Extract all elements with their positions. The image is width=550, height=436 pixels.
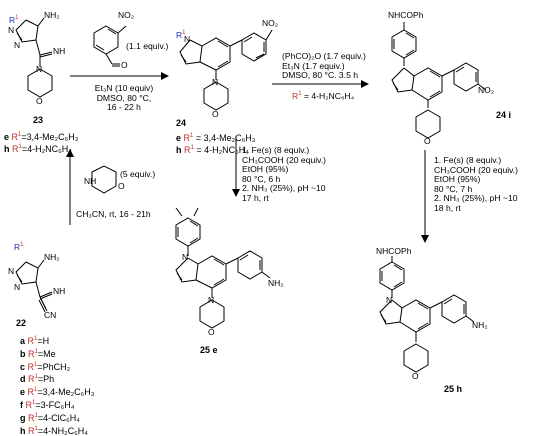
structure-22 [15,259,53,313]
atom-nh2-25h: NH₂ [472,320,488,330]
r1-list-23: e R1=3,4-Me₂C₆H₃ h R1=4-H₂NC₆H₄ [4,130,78,154]
r1-list-22-item-c: c R1=PhCH₂ [20,361,71,372]
atom-r1-22: R1 [14,241,24,252]
conditions-24i-to-25h-line1: 1. Fe(s) (8 equiv.) [434,155,502,165]
conditions-24i-to-25h-line6: 18 h, rt [434,202,461,213]
structure-nitrobenzaldehyde [93,25,127,67]
atom-n-25e-b: N [208,295,215,305]
label-compound-25h: 25 h [444,384,463,394]
conditions-24-to-24i-line2: Et₃N (1.7 equiv.) [282,60,345,71]
atom-no2-24: NO₂ [262,18,279,28]
atom-n-23b: N [14,40,21,50]
atom-nhcoph-24i: NHCOPh [388,10,424,20]
structure-25h [379,256,475,373]
conditions-23-to-24-line3: 16 - 22 h [107,102,141,113]
conditions-24i-to-25h: 1. Fe(s) (8 equiv.) CH₃COOH (20 equiv.) … [434,155,519,214]
atom-n-22b: N [14,282,21,292]
r1-list-22: a R1=H b R1=Me c R1=PhCH₂ d R1=Ph e R1=3… [20,334,94,436]
atom-nh-23: NH [53,46,66,56]
structure-24 [179,29,273,111]
conditions-24-to-25e-line6: 17 h, rt [242,192,269,203]
r1-list-22-item-d: d R1=Ph [20,374,55,385]
conditions-24i-to-25h-line5: 2. NH₃ (25%), pH ~10 [434,193,518,204]
atom-nh2-25e: NH₂ [268,278,284,288]
label-compound-22: 22 [16,318,27,328]
conditions-24i-to-25h-line2: CH₃COOH (20 equiv.) [434,164,519,175]
atom-o-23: O [36,96,43,106]
morpholine-reagent [91,165,117,194]
conditions-24-to-24i-line1: (PhCO)₂O (1.7 equiv.) [282,51,366,61]
atom-nh2-22: NH₂ [44,252,60,262]
morpholine-equiv: (5 equiv.) [120,169,156,179]
conditions-23-to-24-line2: DMSO, 80 °C, [96,92,152,103]
structure-24i [391,22,487,139]
atom-o-24: O [212,109,219,119]
r1-list-24-item-e: e R1 = 3,4-Me₂C₆H₃ [176,133,256,143]
atom-o-25e: O [208,327,215,337]
atom-n-24a: N [184,34,191,44]
conditions-24-to-25e-line2: CH₃COOH (20 equiv.) [242,154,327,165]
conditions-24-to-25e-line4: 80 °C, 6 h [242,173,281,184]
atom-r1-23: R1 [9,14,19,25]
atom-nh2-23: NH₂ [44,10,60,20]
atom-no2-aldehyde: NO₂ [118,10,135,20]
atom-hn-morpholine: NH [84,176,97,186]
atom-n-23a: N [8,25,15,35]
atom-cn-22: CN [44,310,57,320]
conditions-24-to-25e-line5: 2. NH₃ (25%), pH ~10 [242,183,326,194]
atom-o-morpholine: O [118,181,125,191]
label-compound-24: 24 [176,118,187,128]
atom-o-aldehyde: O [121,60,128,70]
conditions-22-to-23: CH₃CN, rt, 16 - 21h [76,209,151,219]
conditions-24i-to-25h-line3: EtOH (95%) [434,174,481,185]
conditions-23-to-24-line1: Et₃N (10 equiv) [94,83,154,93]
conditions-24-to-25e: 1. Fe(s) (8 equiv.) CH₃COOH (20 equiv.) … [242,145,327,204]
r1-list-24-item-h: h R1 = 4-H₂NC₆H₄ [176,145,249,155]
atom-o-24i: O [424,136,431,146]
aldehyde-equiv: (1.1 equiv.) [126,41,169,51]
conditions-24-to-25e-line1: 1. Fe(s) (8 equiv.) [242,145,310,155]
r1-list-23-item-h: h R1=4-H₂NC₆H₄ [4,144,72,154]
r1-list-24: e R1 = 3,4-Me₂C₆H₃ h R1 = 4-H₂NC₆H₄ [176,131,255,155]
structure-23 [15,17,53,98]
conditions-24-to-25e-line3: EtOH (95%) [242,164,289,175]
label-compound-23: 23 [33,115,44,125]
r1-list-22-item-b: b R1=Me [20,348,56,359]
atom-n-24b: N [212,77,219,87]
reaction-scheme [15,17,487,373]
atom-r1-24: R1 [176,29,186,40]
r1-list-22-item-e: e R1=3,4-Me₂C₆H₃ [20,387,95,398]
r1-list-22-item-h: h R1=4-NH₂C₆H₄ [20,425,88,436]
conditions-24i-to-25h-line4: 80 °C, 7 h [434,183,473,194]
atom-n-23c: N [36,64,43,74]
atom-n-25h-a: N [386,295,393,305]
structure-25e [175,207,271,329]
r1-list-22-item-f: f R1=3-FC₆H₄ [20,399,75,410]
conditions-24-to-24i: (PhCO)₂O (1.7 equiv.) Et₃N (1.7 equiv.) … [282,51,366,81]
r1-list-22-item-a: a R1=H [20,336,50,346]
atom-no2-24i: NO₂ [478,85,495,95]
r1-list-23-item-e: e R1=3,4-Me₂C₆H₃ [4,132,79,142]
conditions-24-to-24i-line3: DMSO, 80 °C. 3.5 h [282,70,359,81]
atom-nh-22: NH [53,286,66,296]
label-compound-25e: 25 e [200,345,218,355]
r1-list-22-item-g: g R1=4-ClC₆H₄ [20,412,80,423]
atom-o-25h: O [412,371,419,381]
atom-n-22a: N [8,266,15,276]
r1-note-24i: R1 = 4-H₂NC₆H₄ [292,90,355,101]
label-compound-24i: 24 i [496,110,512,120]
conditions-23-to-24: Et₃N (10 equiv) DMSO, 80 °C, 16 - 22 h [84,83,164,113]
atom-nhcoph-25h: NHCOPh [376,246,412,256]
atom-n-25e-a: N [182,252,189,262]
